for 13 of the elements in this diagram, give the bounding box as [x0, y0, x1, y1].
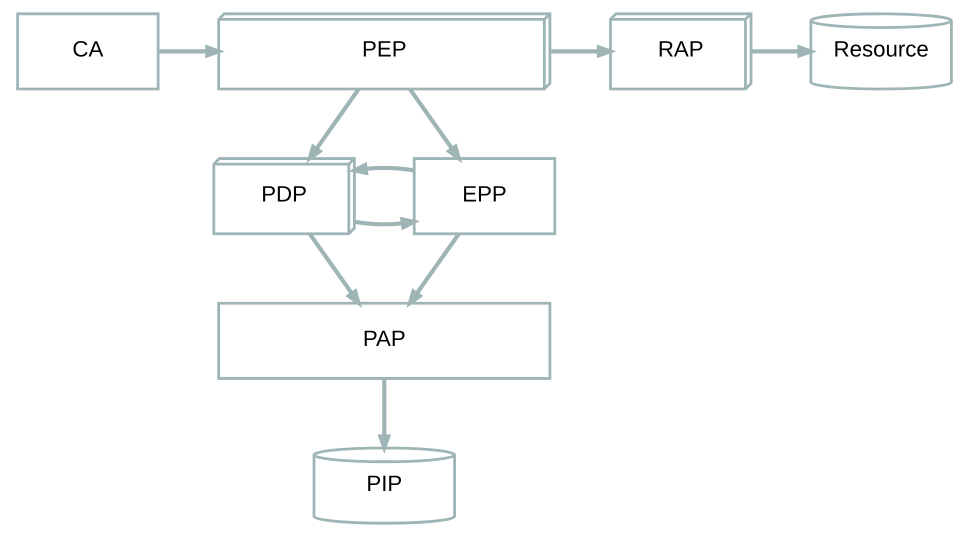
arrow	[751, 44, 817, 58]
arrow	[377, 378, 392, 454]
node-box: CA	[16, 12, 160, 90]
arrow	[406, 232, 461, 308]
arrow	[354, 216, 420, 230]
arrow	[306, 88, 360, 164]
arrow	[408, 88, 462, 164]
node-box: PAP	[217, 302, 552, 380]
node-box: EPP	[412, 157, 556, 236]
arrow	[158, 44, 225, 58]
arrow	[550, 44, 616, 58]
arrow	[308, 232, 362, 308]
arrow	[348, 162, 414, 176]
